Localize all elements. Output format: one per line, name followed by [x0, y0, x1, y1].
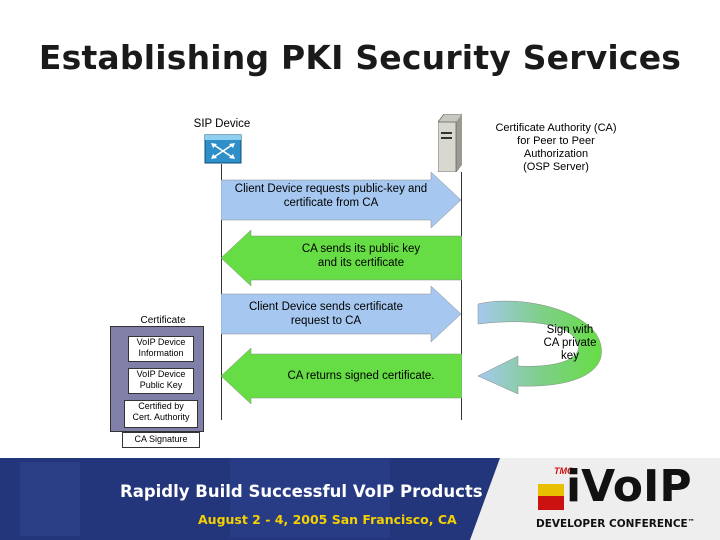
- message-text-line: CA returns signed certificate.: [287, 370, 435, 382]
- certificate-field-public-key: VoIP Device Public Key: [128, 368, 194, 394]
- message-request-public-key: Client Device requests public-key and ce…: [221, 172, 462, 230]
- ivoip-logo-mark: [536, 480, 576, 520]
- page-title: Establishing PKI Security Services: [38, 38, 682, 77]
- message-text-line: Client Device sends certificate: [248, 301, 404, 313]
- certificate-field-device-info: VoIP Device Information: [128, 336, 194, 362]
- banner-subline: August 2 - 4, 2005 San Francisco, CA: [198, 512, 457, 527]
- message-text-line: CA sends its public key: [301, 243, 421, 255]
- message-certificate-request: Client Device sends certificate request …: [221, 286, 462, 344]
- ivoip-logo-text: iVoIP: [566, 461, 692, 512]
- tmc-logo-text: TMC: [554, 466, 574, 476]
- message-ca-sends-key: CA sends its public key and its certific…: [221, 230, 462, 286]
- ca-lifeline: [461, 172, 462, 420]
- certificate-field-certified-by: Certified by Cert. Authority: [124, 400, 198, 428]
- sign-label: Sign with CA private key: [543, 324, 597, 362]
- message-text-line: certificate from CA: [283, 197, 379, 209]
- server-icon: [437, 113, 463, 173]
- banner-headline: Rapidly Build Successful VoIP Products: [120, 482, 483, 501]
- ca-label: Certificate Authority (CA) for Peer to P…: [495, 122, 617, 173]
- certificate-label: Certificate: [140, 315, 186, 326]
- sign-cycle-arrow: [460, 290, 620, 400]
- message-signed-certificate: CA returns signed certificate.: [221, 348, 462, 404]
- conference-banner: Rapidly Build Successful VoIP Products A…: [0, 458, 720, 540]
- router-icon: [204, 134, 242, 164]
- developer-conference-text: DEVELOPER CONFERENCE™: [536, 518, 695, 530]
- message-text-line: request to CA: [290, 315, 362, 327]
- sip-device-label: SIP Device: [193, 118, 251, 130]
- message-text-line: Client Device requests public-key and: [234, 183, 428, 195]
- certificate-signature: CA Signature: [122, 432, 200, 448]
- sip-device-lifeline: [221, 164, 222, 420]
- message-text-line: and its certificate: [317, 257, 405, 269]
